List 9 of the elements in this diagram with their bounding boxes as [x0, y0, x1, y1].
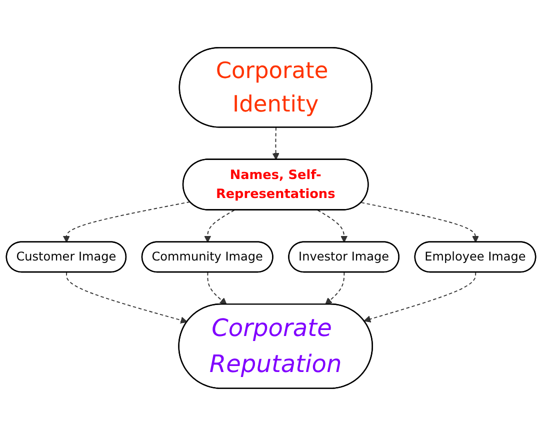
arrow — [325, 272, 345, 305]
arrow — [62, 201, 190, 243]
arrow — [364, 272, 476, 322]
arrow — [317, 210, 348, 243]
arrow — [360, 202, 480, 243]
arrow — [66, 272, 188, 324]
arrow — [204, 210, 235, 243]
arrow — [272, 127, 280, 160]
arrow — [207, 272, 227, 305]
